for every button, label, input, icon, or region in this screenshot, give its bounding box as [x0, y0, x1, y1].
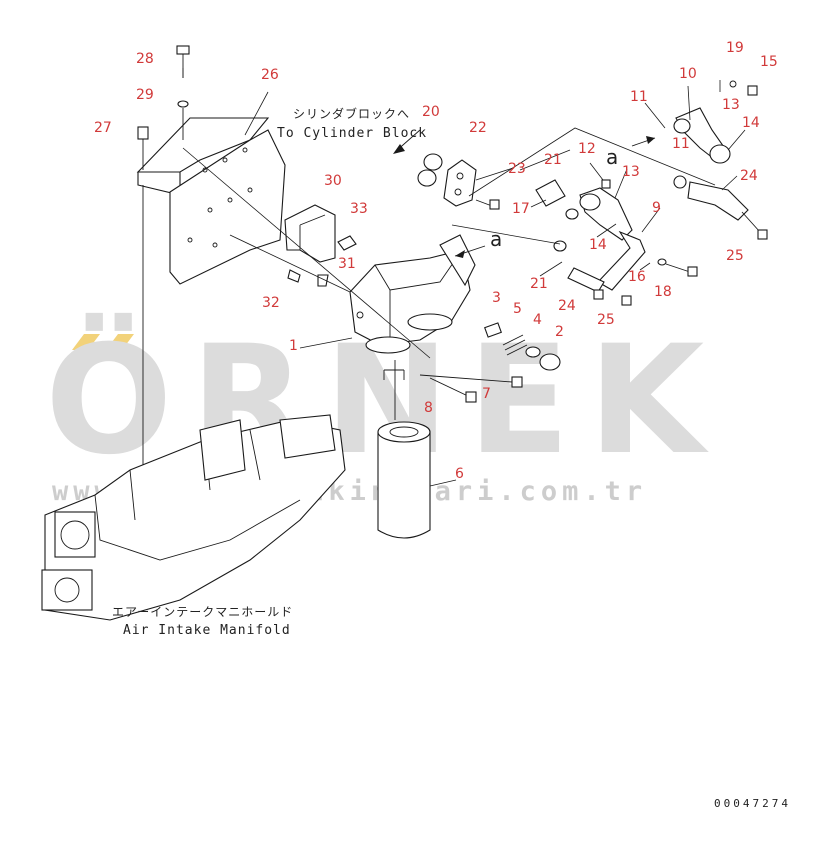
air-intake-manifold-en-label: Air Intake Manifold [123, 623, 291, 638]
part-number-27: 27 [94, 120, 112, 136]
part-number-13a: 13 [622, 164, 640, 180]
part-number-24b: 24 [740, 168, 758, 184]
part-number-16: 16 [628, 269, 646, 285]
part-number-6: 6 [455, 466, 464, 482]
part-number-2: 2 [555, 324, 564, 340]
part-number-20: 20 [422, 104, 440, 120]
pipe-part-10 [673, 80, 768, 240]
pipe-part-9 [567, 230, 698, 306]
flange-part-22 [443, 159, 500, 210]
part-number-5: 5 [513, 301, 522, 317]
part-number-25a: 25 [597, 312, 615, 328]
part-number-15: 15 [760, 54, 778, 70]
part-number-17: 17 [512, 201, 530, 217]
air-intake-manifold [41, 414, 346, 621]
part-number-4: 4 [533, 312, 542, 328]
bracket-part-30 [284, 204, 357, 287]
part-number-25b: 25 [726, 248, 744, 264]
part-number-31: 31 [338, 256, 356, 272]
air-intake-manifold-jp-label: エアーインテークマニホールド [112, 605, 293, 619]
filter-head-part-1 [349, 234, 476, 354]
gasket-part-20 [417, 153, 443, 187]
bracket-part-26 [136, 117, 286, 470]
part-number-22: 22 [469, 120, 487, 136]
reference-arrows [393, 129, 656, 258]
part-number-11a: 11 [630, 89, 648, 105]
to-cylinder-block-jp-label: シリンダブロックへ [293, 106, 410, 121]
part-number-7: 7 [482, 386, 491, 402]
drawing-code: 00047274 [714, 797, 791, 810]
pipe-part-17 [535, 179, 579, 252]
part-number-23: 23 [508, 161, 526, 177]
bolt-part-28 [176, 45, 190, 140]
part-number-3: 3 [492, 290, 501, 306]
bolt-part-7-8 [419, 374, 523, 403]
part-number-28: 28 [136, 51, 154, 67]
diagram-labels: シリンダブロックへ To Cylinder Block エアーインテークマニホー… [112, 106, 791, 810]
reference-a-label-1: a [490, 227, 502, 251]
part-number-8: 8 [424, 400, 433, 416]
elbow-part-13 [579, 179, 633, 241]
part-number-12: 12 [578, 141, 596, 157]
small-parts-2-5 [484, 322, 561, 371]
part-number-30: 30 [324, 173, 342, 189]
part-number-33: 33 [350, 201, 368, 217]
to-cylinder-block-en-label: To Cylinder Block [277, 126, 427, 141]
part-number-14a: 14 [589, 237, 607, 253]
part-number-9: 9 [652, 200, 661, 216]
part-number-26: 26 [261, 67, 279, 83]
part-number-19: 19 [726, 40, 744, 56]
leader-lines [182, 68, 746, 487]
part-number-24a: 24 [558, 298, 576, 314]
part-number-14b: 14 [742, 115, 760, 131]
reference-a-label-2: a [606, 145, 618, 169]
part-number-10: 10 [679, 66, 697, 82]
part-numbers: 28 29 27 26 30 33 31 32 1 20 22 23 21 17… [94, 40, 778, 482]
part-number-21b: 21 [530, 276, 548, 292]
part-number-1: 1 [289, 338, 298, 354]
part-number-21a: 21 [544, 152, 562, 168]
part-number-32: 32 [262, 295, 280, 311]
filter-element-part-6 [377, 360, 431, 539]
watermark-accent [72, 334, 134, 350]
part-number-11b: 11 [672, 136, 690, 152]
part-number-18: 18 [654, 284, 672, 300]
part-number-13b: 13 [722, 97, 740, 113]
part-number-29: 29 [136, 87, 154, 103]
bolt-part-27 [137, 126, 149, 170]
